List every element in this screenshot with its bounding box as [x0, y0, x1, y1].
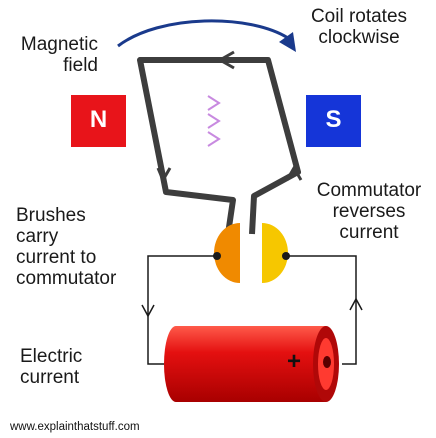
coil — [137, 57, 301, 235]
commutator-left-segment — [214, 223, 240, 283]
rotation-arrowhead — [279, 32, 296, 52]
south-pole-label: S — [325, 106, 342, 133]
right-brush — [282, 252, 290, 260]
rotation-arrow-icon — [117, 19, 289, 48]
electric-current-label: Electric current — [20, 346, 83, 388]
coil-rotation-label: Coil rotates clockwise — [310, 6, 408, 48]
coil-arrow-top-icon — [216, 50, 235, 70]
north-pole-label: N — [89, 106, 108, 133]
magnetic-field-label: Magnetic field — [20, 34, 98, 76]
coil-arrow-left-icon — [156, 167, 172, 184]
left-brush — [213, 252, 221, 260]
commutator-label: Commutator reverses current — [316, 180, 422, 243]
website-credit: www.explainthatstuff.com — [10, 421, 140, 433]
coil-arrow-right-icon — [285, 165, 303, 181]
north-magnet — [71, 95, 126, 147]
circuit-wire — [147, 255, 357, 365]
commutator-right-segment — [262, 223, 288, 283]
battery-plus-sign: + — [286, 348, 301, 375]
brushes-label: Brushes carry current to commutator — [16, 205, 117, 289]
current-down-arrow-icon — [141, 304, 155, 318]
current-up-arrow-icon — [349, 297, 363, 311]
south-magnet — [306, 95, 361, 147]
battery — [164, 326, 339, 402]
